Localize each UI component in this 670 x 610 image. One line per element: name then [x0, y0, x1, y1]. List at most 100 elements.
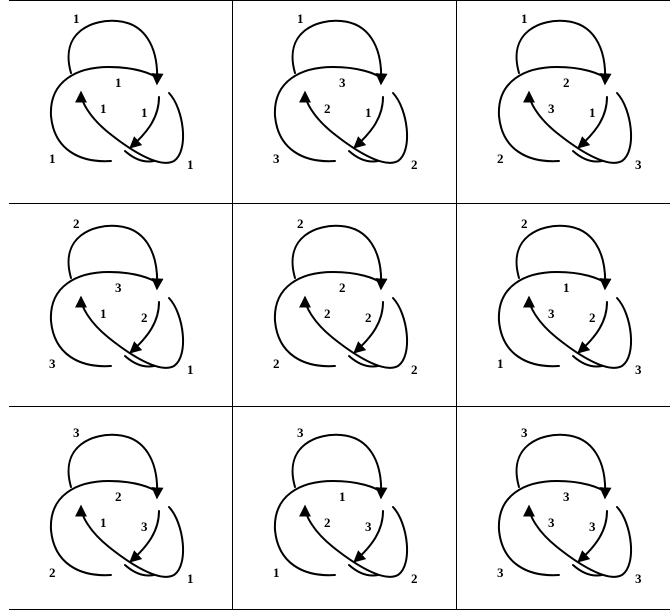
arc-color-label: 2: [141, 310, 148, 325]
arc-color-label: 2: [324, 101, 331, 116]
arc-color-label: 3: [589, 519, 596, 534]
arc-color-label: 2: [324, 306, 331, 321]
knot-strand-right: [75, 90, 185, 164]
knot-strand-left: [49, 271, 160, 368]
arc-color-label: 2: [497, 151, 504, 166]
arc-color-label: 3: [297, 425, 304, 440]
knot-strand-right: [75, 295, 185, 369]
knot-strand-left: [497, 480, 608, 577]
arc-color-label: 1: [100, 306, 107, 321]
arc-color-label: 1: [187, 362, 194, 377]
knot-strand-inner: [353, 301, 384, 354]
knot-strand-stub: [124, 355, 155, 368]
arc-color-label: 3: [548, 515, 555, 530]
arc-color-label: 2: [324, 515, 331, 530]
knot-strand-left: [49, 480, 160, 577]
knot-strand-stub: [124, 150, 155, 163]
arc-color-label: 1: [297, 11, 304, 26]
arc-color-label: 2: [365, 310, 372, 325]
knot-strand-left: [497, 271, 608, 368]
knot-strand-right: [299, 90, 409, 164]
arc-color-label: 1: [521, 11, 528, 26]
arc-color-label: 2: [115, 489, 122, 504]
knot-strand-inner: [577, 301, 608, 354]
arc-color-label: 2: [273, 356, 280, 371]
arc-color-label: 3: [635, 362, 642, 377]
arc-color-label: 2: [411, 571, 418, 586]
knot-strand-left: [273, 271, 384, 368]
knot-strand-stub: [348, 564, 379, 577]
arc-color-label: 1: [273, 565, 280, 580]
arc-color-label: 2: [521, 216, 528, 231]
knot-strand-inner: [129, 301, 160, 354]
arc-color-label: 3: [563, 489, 570, 504]
arc-color-label: 2: [411, 362, 418, 377]
knot-strand-left: [273, 480, 384, 577]
arc-color-label: 1: [49, 151, 56, 166]
arc-color-label: 2: [589, 310, 596, 325]
knot-strand-right: [299, 504, 409, 578]
arc-color-label: 1: [100, 515, 107, 530]
arc-color-label: 3: [273, 151, 280, 166]
knot-strand-right: [523, 504, 633, 578]
arc-color-label: 1: [115, 75, 122, 90]
knot-strand-stub: [124, 564, 155, 577]
knot-strand-stub: [572, 355, 603, 368]
arc-color-label: 2: [297, 216, 304, 231]
knot-strand-inner: [577, 510, 608, 563]
arc-color-label: 1: [73, 11, 80, 26]
knot-strand-stub: [348, 355, 379, 368]
arc-color-label: 1: [339, 489, 346, 504]
arc-color-label: 3: [635, 571, 642, 586]
knot-strand-left: [49, 66, 160, 163]
arc-color-label: 1: [141, 105, 148, 120]
arc-color-label: 1: [563, 280, 570, 295]
arc-color-label: 3: [548, 101, 555, 116]
knot-strand-stub: [572, 564, 603, 577]
arc-color-label: 3: [73, 425, 80, 440]
knot-strand-inner: [129, 510, 160, 563]
arc-color-label: 3: [635, 157, 642, 172]
knot-strand-right: [75, 504, 185, 578]
arc-color-label: 3: [521, 425, 528, 440]
arc-color-label: 3: [141, 519, 148, 534]
knot-strand-top: [291, 19, 388, 86]
arc-color-label: 1: [187, 157, 194, 172]
knot-strand-right: [299, 295, 409, 369]
knot-strand-right: [523, 295, 633, 369]
knot-strand-top: [291, 433, 388, 500]
knot-strand-inner: [577, 96, 608, 149]
arc-color-label: 1: [365, 105, 372, 120]
knot-strand-top: [515, 433, 612, 500]
knot-strand-stub: [348, 150, 379, 163]
arc-color-label: 1: [187, 571, 194, 586]
knot-strand-top: [67, 433, 164, 500]
knot-strand-top: [291, 224, 388, 291]
knot-strand-top: [515, 224, 612, 291]
arc-color-label: 3: [548, 306, 555, 321]
arc-color-label: 2: [339, 280, 346, 295]
knot-strand-top: [67, 224, 164, 291]
knot-strand-top: [67, 19, 164, 86]
arc-color-label: 2: [563, 75, 570, 90]
arc-color-label: 1: [100, 101, 107, 116]
knot-strand-inner: [353, 510, 384, 563]
knot-strand-right: [523, 90, 633, 164]
